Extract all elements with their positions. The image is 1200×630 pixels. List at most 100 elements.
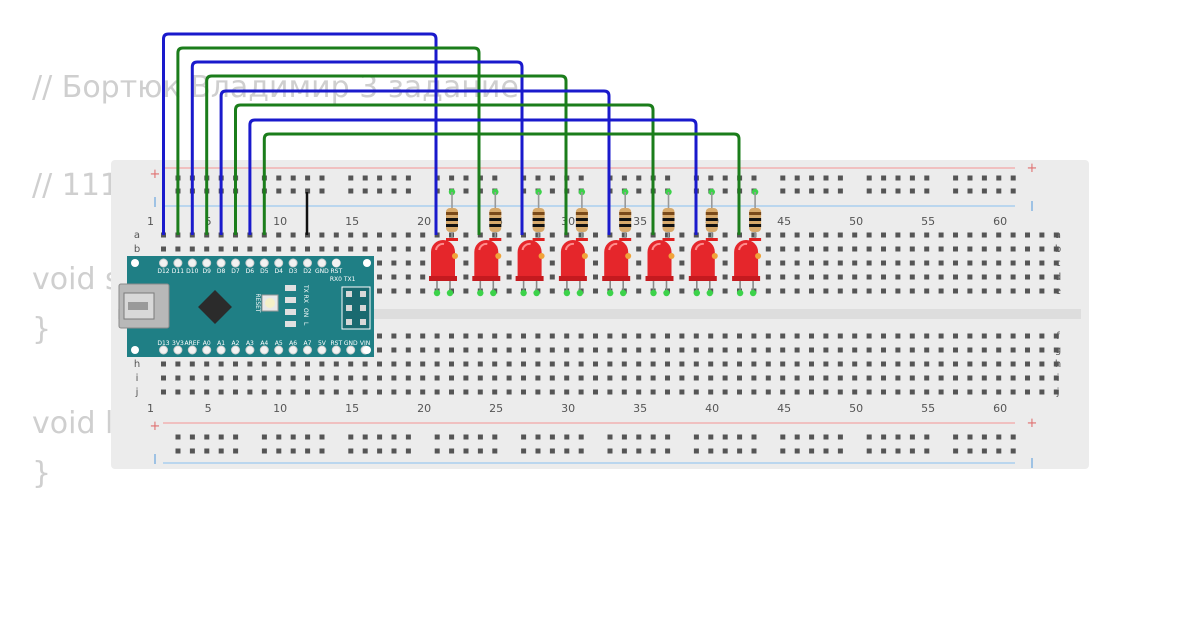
- terminal-hole[interactable]: [1039, 347, 1045, 353]
- rail-hole[interactable]: [650, 434, 656, 440]
- terminal-hole[interactable]: [823, 375, 829, 381]
- terminal-hole[interactable]: [665, 389, 670, 395]
- terminal-hole[interactable]: [967, 260, 973, 266]
- rail-hole[interactable]: [751, 448, 757, 454]
- terminal-hole[interactable]: [506, 389, 512, 395]
- terminal-hole[interactable]: [765, 260, 771, 266]
- terminal-hole[interactable]: [722, 232, 728, 238]
- terminal-hole[interactable]: [377, 347, 382, 353]
- rail-hole[interactable]: [391, 448, 397, 454]
- terminal-hole[interactable]: [679, 333, 685, 339]
- terminal-hole[interactable]: [549, 274, 555, 280]
- terminal-hole[interactable]: [823, 274, 829, 280]
- terminal-hole[interactable]: [549, 361, 555, 367]
- terminal-hole[interactable]: [391, 361, 397, 367]
- terminal-hole[interactable]: [909, 246, 915, 252]
- led-resistor-pair[interactable]: [732, 188, 762, 297]
- terminal-hole[interactable]: [549, 347, 555, 353]
- terminal-hole[interactable]: [391, 288, 397, 294]
- rail-hole[interactable]: [996, 448, 1002, 454]
- terminal-hole[interactable]: [161, 246, 166, 252]
- terminal-hole[interactable]: [549, 333, 555, 339]
- rail-hole[interactable]: [305, 434, 311, 440]
- terminal-hole[interactable]: [1053, 389, 1059, 395]
- rail-hole[interactable]: [996, 434, 1002, 440]
- terminal-hole[interactable]: [204, 361, 210, 367]
- terminal-hole[interactable]: [794, 260, 800, 266]
- terminal-hole[interactable]: [420, 260, 426, 266]
- terminal-hole[interactable]: [290, 375, 296, 381]
- terminal-hole[interactable]: [967, 375, 973, 381]
- terminal-hole[interactable]: [981, 274, 987, 280]
- jumper-wire[interactable]: [234, 103, 655, 235]
- rail-hole[interactable]: [809, 448, 815, 454]
- rail-hole[interactable]: [362, 448, 368, 454]
- terminal-hole[interactable]: [405, 246, 411, 252]
- terminal-hole[interactable]: [420, 375, 426, 381]
- terminal-hole[interactable]: [809, 274, 814, 280]
- terminal-hole[interactable]: [521, 389, 526, 395]
- rail-hole[interactable]: [650, 448, 656, 454]
- terminal-hole[interactable]: [506, 347, 512, 353]
- rail-hole[interactable]: [521, 448, 527, 454]
- rail-hole[interactable]: [405, 188, 411, 194]
- rail-hole[interactable]: [924, 448, 930, 454]
- terminal-hole[interactable]: [722, 260, 728, 266]
- terminal-hole[interactable]: [1039, 361, 1045, 367]
- terminal-hole[interactable]: [593, 347, 598, 353]
- terminal-hole[interactable]: [549, 389, 555, 395]
- terminal-hole[interactable]: [578, 361, 584, 367]
- terminal-hole[interactable]: [809, 260, 814, 266]
- terminal-hole[interactable]: [1039, 288, 1045, 294]
- terminal-hole[interactable]: [996, 246, 1002, 252]
- terminal-hole[interactable]: [981, 288, 987, 294]
- terminal-hole[interactable]: [204, 389, 210, 395]
- terminal-hole[interactable]: [636, 361, 642, 367]
- rail-hole[interactable]: [261, 434, 267, 440]
- terminal-hole[interactable]: [981, 389, 987, 395]
- terminal-hole[interactable]: [895, 260, 901, 266]
- led-body[interactable]: [604, 240, 629, 280]
- terminal-hole[interactable]: [1010, 274, 1016, 280]
- rail-hole[interactable]: [708, 434, 714, 440]
- rail-hole[interactable]: [751, 434, 757, 440]
- rail-hole[interactable]: [578, 448, 584, 454]
- terminal-hole[interactable]: [809, 288, 814, 294]
- rail-hole[interactable]: [290, 448, 296, 454]
- rail-hole[interactable]: [348, 175, 354, 181]
- terminal-hole[interactable]: [866, 375, 872, 381]
- rail-hole[interactable]: [204, 434, 210, 440]
- terminal-hole[interactable]: [175, 389, 181, 395]
- terminal-hole[interactable]: [866, 389, 872, 395]
- terminal-hole[interactable]: [967, 333, 973, 339]
- terminal-hole[interactable]: [564, 347, 570, 353]
- terminal-hole[interactable]: [1025, 347, 1030, 353]
- rail-hole[interactable]: [377, 175, 383, 181]
- terminal-hole[interactable]: [780, 232, 786, 238]
- rail-hole[interactable]: [636, 175, 642, 181]
- terminal-hole[interactable]: [607, 389, 613, 395]
- terminal-hole[interactable]: [564, 375, 570, 381]
- rail-hole[interactable]: [391, 175, 397, 181]
- terminal-hole[interactable]: [319, 389, 325, 395]
- terminal-hole[interactable]: [996, 361, 1002, 367]
- terminal-hole[interactable]: [492, 333, 498, 339]
- terminal-hole[interactable]: [953, 333, 958, 339]
- terminal-hole[interactable]: [794, 347, 800, 353]
- rail-hole[interactable]: [477, 434, 483, 440]
- terminal-hole[interactable]: [765, 361, 771, 367]
- terminal-hole[interactable]: [837, 232, 843, 238]
- terminal-hole[interactable]: [261, 389, 267, 395]
- terminal-hole[interactable]: [679, 375, 685, 381]
- terminal-hole[interactable]: [391, 260, 397, 266]
- terminal-hole[interactable]: [1039, 333, 1045, 339]
- terminal-hole[interactable]: [996, 375, 1002, 381]
- terminal-hole[interactable]: [362, 232, 368, 238]
- terminal-hole[interactable]: [909, 389, 915, 395]
- terminal-hole[interactable]: [348, 389, 354, 395]
- terminal-hole[interactable]: [981, 232, 987, 238]
- terminal-hole[interactable]: [477, 361, 483, 367]
- terminal-hole[interactable]: [506, 333, 512, 339]
- terminal-hole[interactable]: [722, 246, 728, 252]
- terminal-hole[interactable]: [305, 375, 310, 381]
